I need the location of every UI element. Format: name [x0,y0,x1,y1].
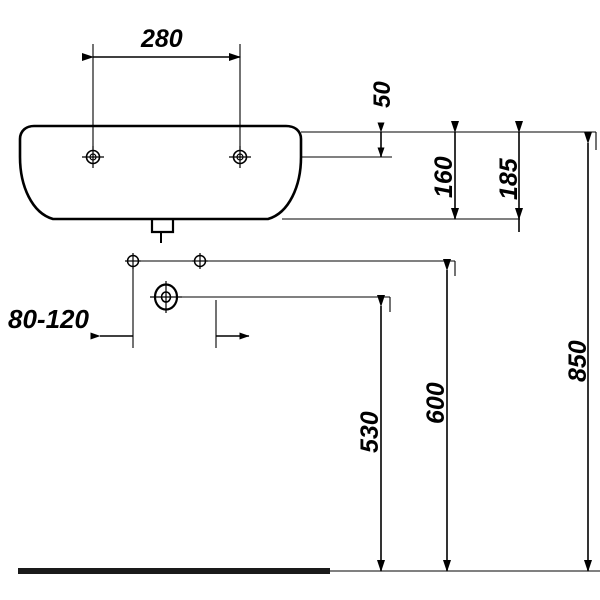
tap-hole-right [229,146,251,168]
tap-hole-left [82,146,104,168]
basin-waste-outlet [150,219,175,243]
dimension-label-80-120: 80-120 [8,304,89,334]
basin-outline [18,124,303,221]
extension-lines [92,44,600,572]
dimension-label-600: 600 [422,382,450,424]
waste-pipe-connection [150,281,182,313]
dimension-label-160: 160 [430,156,458,198]
dimension-label-185: 185 [495,158,523,200]
dimension-label-50: 50 [369,81,396,108]
floor-line [18,568,330,574]
dimension-label-280: 280 [141,25,183,53]
dimension-label-530: 530 [356,411,384,453]
dimension-label-850: 850 [564,340,592,382]
